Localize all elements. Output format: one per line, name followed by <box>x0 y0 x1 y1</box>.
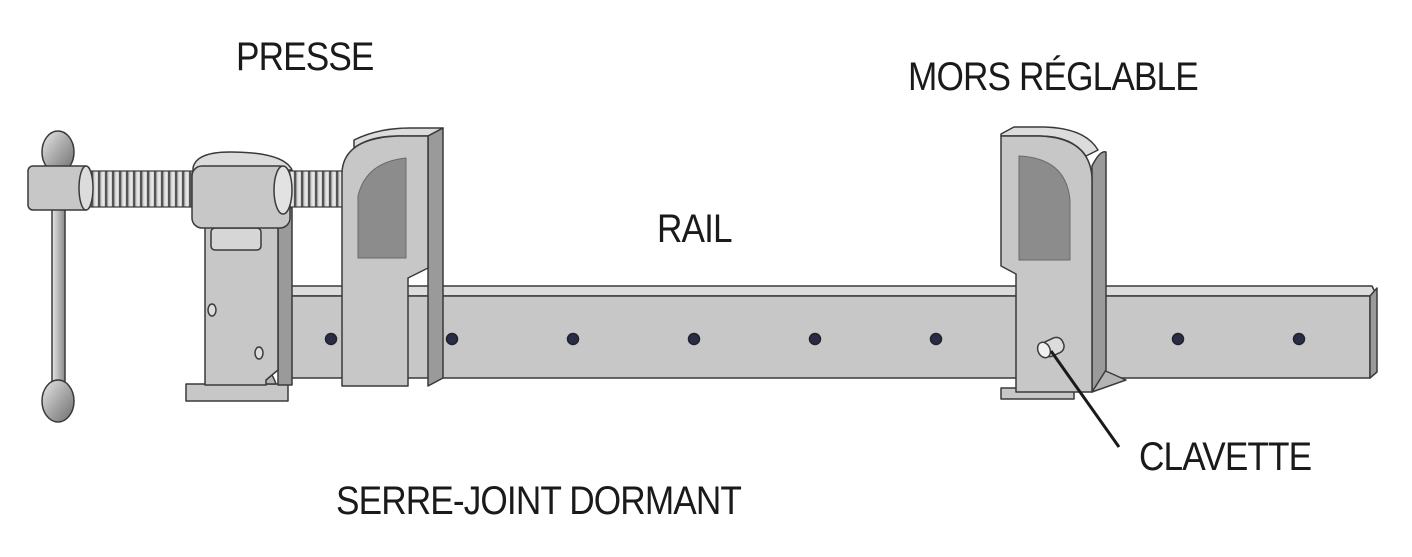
rail-hole <box>445 332 459 346</box>
adjustable-jaw-side <box>1091 151 1107 393</box>
presse-pin <box>254 346 264 360</box>
rail-hole <box>566 332 580 346</box>
label-mors-reglable: MORS RÉGLABLE <box>908 55 1199 99</box>
adjustable-jaw <box>1000 126 1127 400</box>
handle-rod <box>51 197 66 389</box>
rail-end-face <box>1369 287 1378 379</box>
clavette-leader-line <box>1049 350 1121 448</box>
rail-hole <box>1292 332 1306 346</box>
fixed-jaw-pad <box>357 157 407 259</box>
label-rail: RAIL <box>657 207 733 251</box>
clavette-pin-end <box>1036 341 1052 359</box>
label-clavette: CLAVETTE <box>1139 435 1312 479</box>
presse-foot <box>185 383 289 402</box>
handle-knob-bottom <box>41 379 75 423</box>
presse-boss-bore <box>273 165 293 215</box>
clavette-key <box>1036 336 1065 359</box>
rail <box>282 285 1378 379</box>
label-presse: PRESSE <box>236 35 374 79</box>
diagram-title: SERRE-JOINT DORMANT <box>336 479 742 523</box>
rail-hole <box>687 332 701 346</box>
rail-hole <box>324 332 338 346</box>
presse-slot <box>210 227 262 251</box>
rail-hole <box>808 332 822 346</box>
handle <box>27 130 94 423</box>
rail-hole <box>929 332 943 346</box>
adjustable-jaw-pad <box>1018 155 1071 261</box>
screw-thread-left <box>83 170 197 208</box>
handle-hub-face <box>78 165 94 211</box>
presse-body <box>185 151 293 402</box>
rail-top-face <box>282 285 1378 297</box>
fixed-jaw-side <box>427 127 444 387</box>
fixed-jaw <box>341 127 444 387</box>
presse-column-side <box>277 204 293 386</box>
rail-hole <box>1171 332 1185 346</box>
rail-holes <box>324 332 1306 346</box>
presse-pin <box>207 303 217 317</box>
rail-front-face <box>282 295 1371 379</box>
